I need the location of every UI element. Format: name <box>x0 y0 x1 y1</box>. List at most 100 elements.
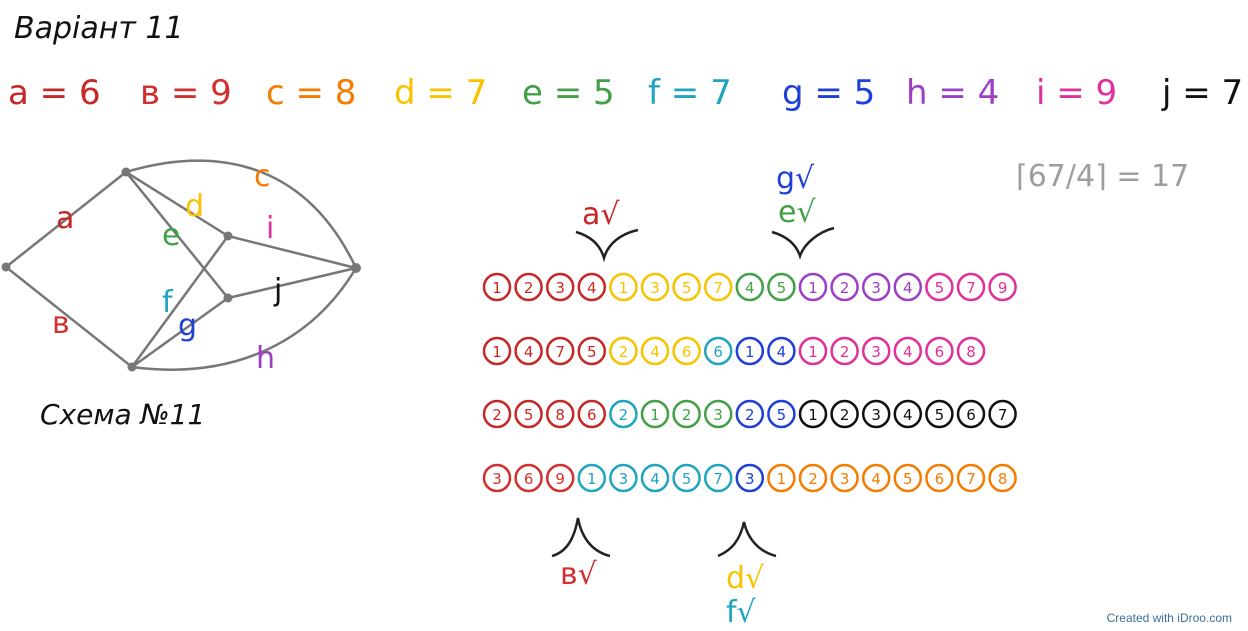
edge-label-c: c <box>254 159 271 194</box>
graph-node <box>223 231 233 241</box>
number-circle <box>482 272 512 302</box>
number-circle <box>988 272 1017 302</box>
number-circle-label: 4 <box>650 470 660 488</box>
number-circle <box>514 463 543 493</box>
number-circle-label: 3 <box>871 279 881 297</box>
number-circle <box>988 399 1017 429</box>
ceiling-formula: ⌈67/4⌉ = 17 <box>1016 159 1189 194</box>
number-circle <box>830 463 859 493</box>
number-circle-label: 1 <box>808 279 818 297</box>
number-circle-label: 1 <box>492 279 502 297</box>
number-circle-label: 1 <box>808 406 818 424</box>
number-circle <box>545 336 575 366</box>
number-circle-label: 4 <box>745 279 755 297</box>
number-circle-label: 7 <box>998 406 1008 424</box>
graph-nodes <box>1 167 361 372</box>
number-circle <box>545 463 575 493</box>
chevron-up-icon <box>717 521 777 558</box>
number-circle <box>640 272 670 302</box>
arrow-label-f: f√ <box>726 595 757 630</box>
number-circle <box>925 399 954 429</box>
number-circle-label: 1 <box>777 470 787 488</box>
graph-scheme <box>5 159 358 371</box>
number-circle <box>767 463 796 493</box>
number-circle <box>956 272 986 302</box>
footer-credit: Created with iDroo.com <box>1106 611 1232 625</box>
number-circle-label: 3 <box>650 279 660 297</box>
number-circle <box>767 399 796 429</box>
number-circle-label: 7 <box>713 470 723 488</box>
number-circle-label: 5 <box>935 406 945 424</box>
number-circle <box>577 463 607 493</box>
number-circle-label: 6 <box>935 343 945 361</box>
number-circle-label: 2 <box>524 279 534 297</box>
param-b: в = 9 <box>140 73 232 113</box>
number-circle-label: 3 <box>619 470 629 488</box>
number-circle <box>735 399 765 429</box>
number-circle <box>861 463 891 493</box>
number-circle <box>798 272 828 302</box>
number-circle <box>956 399 986 429</box>
param-h: h = 4 <box>906 73 999 113</box>
page-title: Варіант 11 <box>14 11 184 46</box>
number-circle <box>861 272 891 302</box>
edge-label-f: f <box>162 285 174 320</box>
arrow-marks <box>551 226 835 558</box>
edge-e <box>125 171 229 299</box>
number-circle-label: 4 <box>903 406 913 424</box>
number-circle-label: 9 <box>555 470 565 488</box>
number-circle-label: 8 <box>555 406 565 424</box>
chevron-down-icon <box>575 228 639 263</box>
number-circle <box>735 272 765 302</box>
number-circle <box>861 399 891 429</box>
number-circle <box>545 399 575 429</box>
number-circle <box>956 336 986 366</box>
param-d: d = 7 <box>394 73 487 113</box>
arrow-label-d: d√ <box>726 561 765 596</box>
number-circle <box>956 463 986 493</box>
number-circle <box>577 272 607 302</box>
edge-label-g: g <box>178 308 197 343</box>
number-circle <box>609 463 638 493</box>
number-circle-label: 1 <box>808 343 818 361</box>
number-circle-label: 6 <box>713 343 723 361</box>
number-circle-label: 1 <box>619 279 629 297</box>
edge-label-d: d <box>185 189 204 224</box>
edge-j <box>227 266 357 300</box>
number-circle-label: 3 <box>871 343 881 361</box>
number-circle-label: 4 <box>903 343 913 361</box>
number-circle <box>482 463 512 493</box>
chevron-down-icon <box>771 226 835 260</box>
param-e: e = 5 <box>522 73 615 113</box>
number-circle-label: 5 <box>682 470 692 488</box>
number-circle <box>925 463 954 493</box>
number-circle <box>514 272 543 302</box>
param-a: a = 6 <box>8 73 101 113</box>
number-circle <box>577 399 607 429</box>
number-circle <box>703 336 733 366</box>
graph-node <box>351 263 361 273</box>
edge-i <box>227 234 357 270</box>
number-circle-label: 4 <box>903 279 913 297</box>
number-circle-label: 2 <box>492 406 502 424</box>
number-circle-label: 5 <box>777 279 787 297</box>
number-circle <box>545 272 575 302</box>
number-circle-label: 2 <box>745 406 755 424</box>
number-circle <box>798 336 828 366</box>
number-circle <box>830 399 859 429</box>
edge-label-i: i <box>266 211 274 246</box>
number-circle <box>609 399 638 429</box>
number-circle-label: 2 <box>619 343 629 361</box>
number-circle-label: 1 <box>587 470 597 488</box>
number-circle <box>767 336 796 366</box>
number-circle <box>767 272 796 302</box>
graph-node <box>127 362 137 372</box>
number-circle-label: 5 <box>935 279 945 297</box>
number-circle-label: 4 <box>777 343 787 361</box>
param-i: i = 9 <box>1036 73 1117 113</box>
number-circle <box>925 272 954 302</box>
arrow-label-a: a√ <box>582 197 620 232</box>
number-circle-label: 2 <box>840 406 850 424</box>
number-circle <box>703 463 733 493</box>
